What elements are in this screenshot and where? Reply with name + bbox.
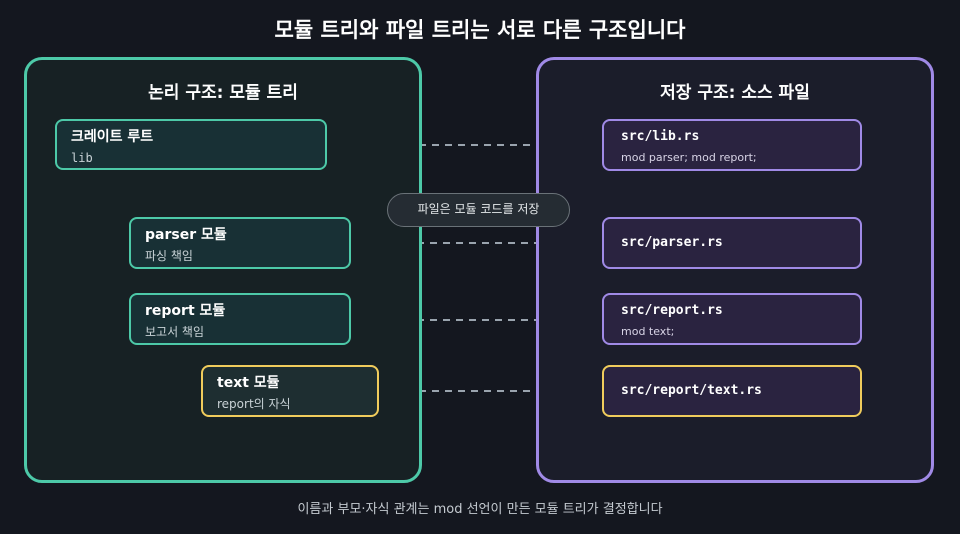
- report-module-node: report 모듈 보고서 책임: [129, 293, 351, 345]
- node-subtitle: lib: [71, 151, 93, 165]
- file-path: src/report/text.rs: [621, 383, 762, 398]
- node-title: parser 모듈: [145, 227, 227, 243]
- node-subtitle: report의 자식: [217, 397, 291, 411]
- module-tree-title: 논리 구조: 모듈 트리: [148, 83, 298, 103]
- node-subtitle: 파싱 책임: [145, 249, 193, 263]
- node-title: text 모듈: [217, 375, 280, 391]
- file-lib-rs: src/lib.rs mod parser; mod report;: [602, 119, 862, 171]
- file-report-rs: src/report.rs mod text;: [602, 293, 862, 345]
- text-module-node: text 모듈 report의 자식: [201, 365, 379, 417]
- parser-module-node: parser 모듈 파싱 책임: [129, 217, 351, 269]
- node-subtitle: 보고서 책임: [145, 325, 205, 339]
- node-title: 크레이트 루트: [71, 129, 154, 145]
- file-path: src/report.rs: [621, 303, 723, 318]
- file-content: mod parser; mod report;: [621, 151, 757, 164]
- source-files-title: 저장 구조: 소스 파일: [660, 83, 810, 103]
- diagram-title: 모듈 트리와 파일 트리는 서로 다른 구조입니다: [274, 18, 686, 42]
- footer-note: 이름과 부모·자식 관계는 mod 선언이 만든 모듈 트리가 결정합니다: [297, 502, 663, 517]
- file-path: src/parser.rs: [621, 235, 723, 250]
- connector-label: 파일은 모듈 코드를 저장: [387, 193, 570, 227]
- node-title: report 모듈: [145, 303, 226, 319]
- file-parser-rs: src/parser.rs: [602, 217, 862, 269]
- file-path: src/lib.rs: [621, 129, 700, 144]
- crate-root-node: 크레이트 루트 lib: [55, 119, 327, 170]
- file-report-text-rs: src/report/text.rs: [602, 365, 862, 417]
- file-content: mod text;: [621, 325, 675, 338]
